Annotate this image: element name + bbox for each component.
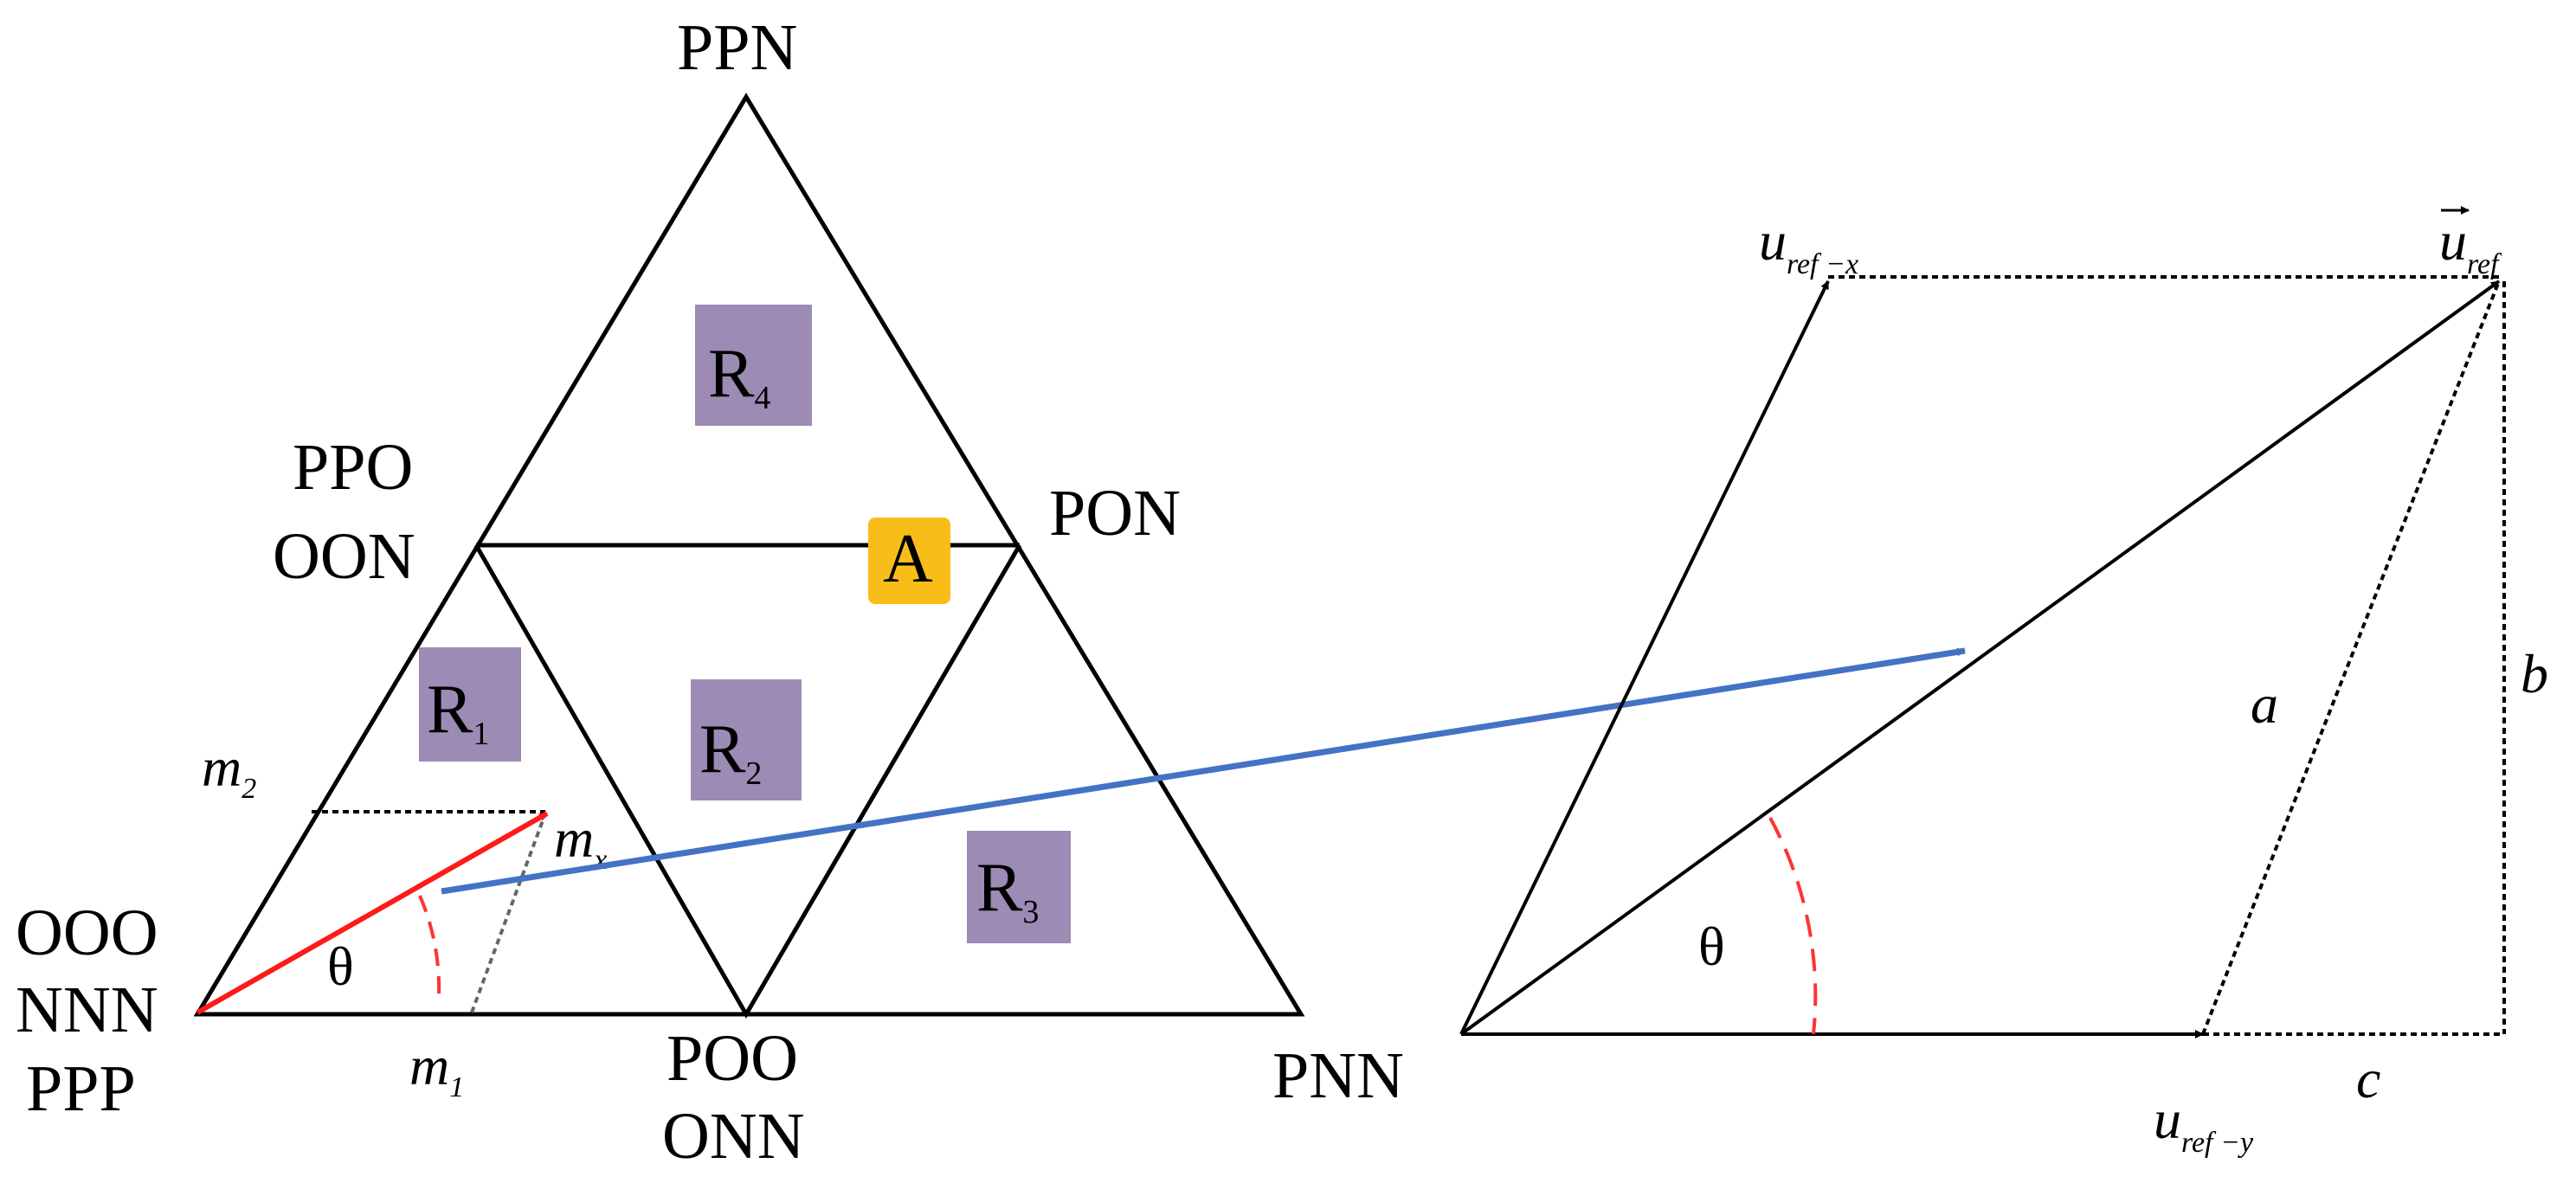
region-r2-label: R2 xyxy=(699,711,762,792)
u-ref-x-label: uref −x xyxy=(1759,210,1858,280)
region-r1-box xyxy=(419,647,521,762)
u-ref-y-label: uref −y xyxy=(2154,1089,2254,1159)
vertex-ooo-label: OOO xyxy=(16,897,158,969)
vertex-poo-label: POO xyxy=(667,1022,798,1095)
inner-triangle xyxy=(473,543,1022,1019)
region-r3-box xyxy=(967,831,1071,943)
u-ref-x-vector xyxy=(1459,280,1830,1035)
region-a-label: A xyxy=(883,521,933,597)
region-r3-label: R3 xyxy=(976,850,1039,930)
vector-decomposition: θ uref −x uref uref −y a b c xyxy=(1459,206,2548,1159)
outer-triangle xyxy=(193,93,1305,1017)
vertex-pnn-label: PNN xyxy=(1272,1039,1404,1112)
region-r4-label: R4 xyxy=(708,336,770,416)
vertex-nnn-label: NNN xyxy=(16,974,158,1046)
mx-label: mx xyxy=(554,807,607,876)
red-reference-vector xyxy=(196,811,549,1015)
vertex-oon-label: OON xyxy=(273,520,415,593)
left-theta-arc xyxy=(418,895,441,996)
region-r4-box xyxy=(695,305,812,426)
u-ref-label: uref xyxy=(2439,210,2502,280)
vertex-onn-label: ONN xyxy=(662,1100,805,1173)
region-a-box xyxy=(868,518,950,604)
vertex-ppo-label: PPO xyxy=(293,431,413,504)
right-theta-arc xyxy=(1768,817,1818,1035)
side-a-dotted-line xyxy=(2201,280,2501,1035)
m1-label: m1 xyxy=(409,1035,464,1103)
region-r2-box xyxy=(691,679,802,800)
sector-triangle: R4 R1 R2 R3 A PPN PPO OON PON OOO NNN PP… xyxy=(16,11,1404,1173)
right-theta-label: θ xyxy=(1698,916,1725,977)
vertex-ppp-label: PPP xyxy=(26,1052,136,1125)
region-r1-label: R1 xyxy=(427,672,489,752)
m2-label: m2 xyxy=(202,736,256,805)
vertex-ppn-label: PPN xyxy=(677,11,797,84)
side-c-label: c xyxy=(2356,1048,2380,1109)
left-theta-label: θ xyxy=(327,935,354,997)
u-ref-vector xyxy=(1459,280,2501,1036)
blue-connecting-arrow xyxy=(441,647,1966,895)
vertex-pon-label: PON xyxy=(1049,477,1181,550)
side-b-label: b xyxy=(2521,643,2548,704)
m1-dotted-line xyxy=(470,813,547,1013)
side-a-label: a xyxy=(2251,673,2278,735)
